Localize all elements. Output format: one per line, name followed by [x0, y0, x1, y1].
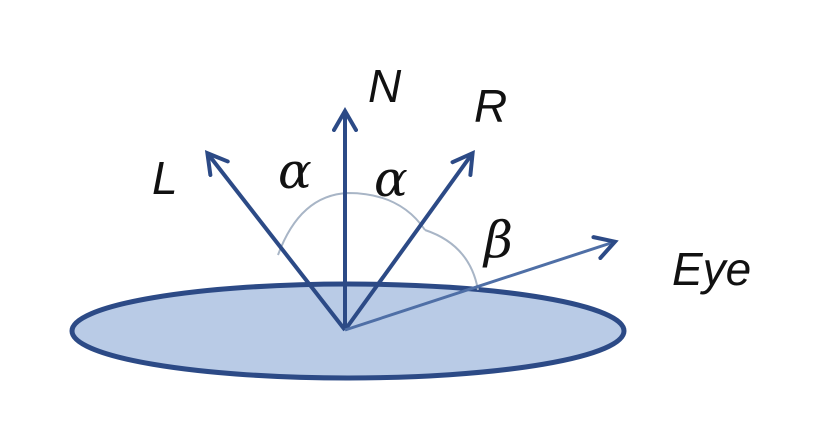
light-vector: [204, 150, 347, 332]
reflect-vector: [343, 149, 475, 332]
normal-label: N: [368, 60, 402, 112]
surface-disc: [69, 281, 627, 381]
alpha-right-label: α: [374, 150, 408, 208]
alpha-arc: [277, 191, 426, 256]
beta-arc: [424, 229, 479, 291]
alpha-left-label: α: [278, 142, 312, 200]
eye-label: Eye: [672, 243, 751, 295]
eye-vector: [344, 235, 619, 332]
beta-label: β: [482, 211, 513, 269]
reflect-label: R: [474, 80, 507, 132]
light-label: L: [152, 152, 178, 204]
